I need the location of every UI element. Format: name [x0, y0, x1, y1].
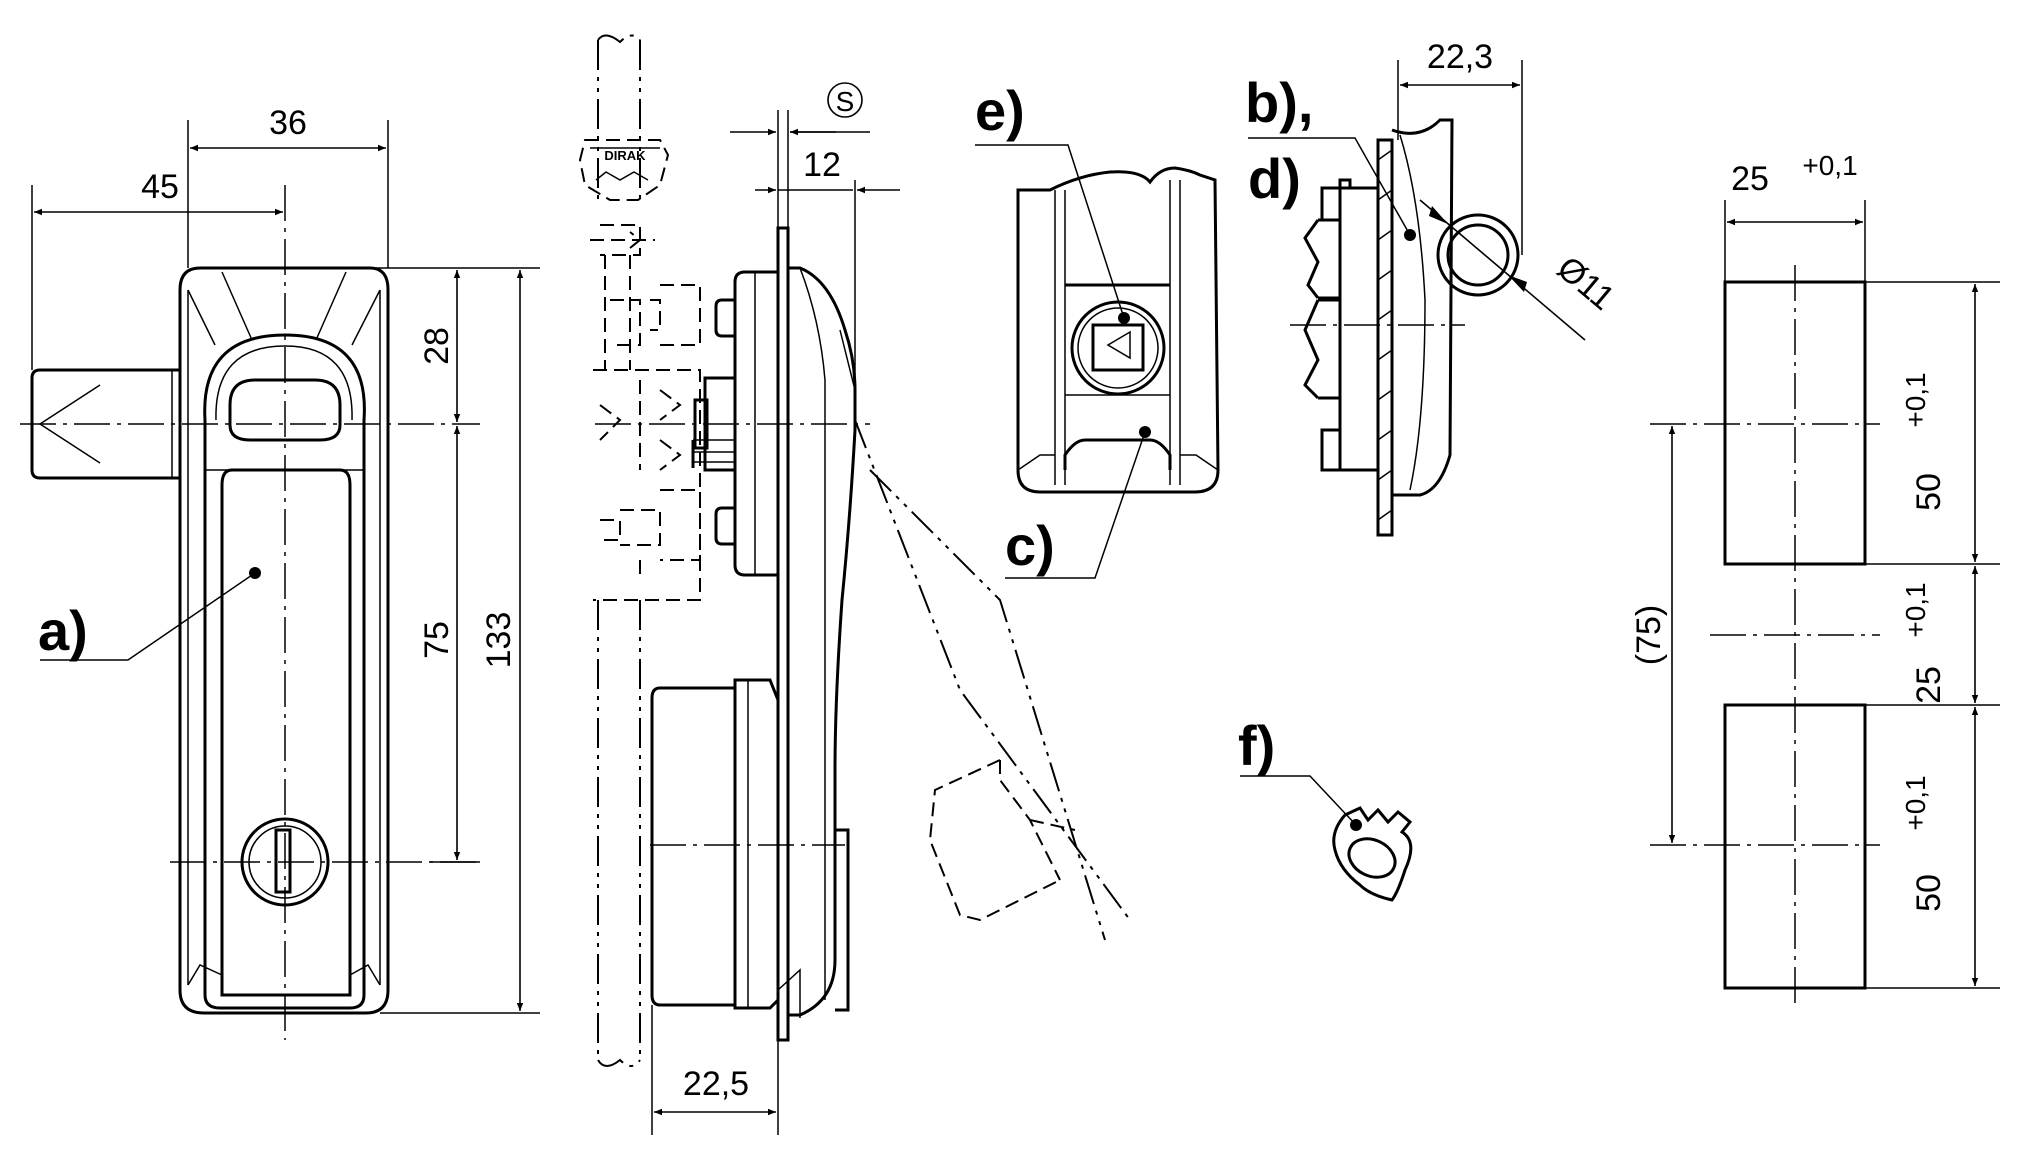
dim-phi11: Ø11	[1550, 249, 1622, 318]
svg-text:d): d)	[1248, 147, 1301, 210]
dim-45: 45	[141, 168, 179, 206]
svg-text:f): f)	[1238, 714, 1275, 777]
label-b: b),	[1245, 71, 1411, 236]
front-dimensions: 36 45 28 75 133	[31, 104, 540, 1014]
label-c: c)	[1005, 431, 1146, 579]
label-f: f)	[1238, 714, 1357, 826]
svg-text:c): c)	[1005, 514, 1055, 577]
key-brand-text: DIRAK	[604, 148, 646, 163]
label-a: a)	[38, 572, 256, 662]
dim-133: 133	[480, 612, 518, 669]
side-dimensions: S 12 22,5	[651, 82, 900, 1135]
label-e: e)	[975, 79, 1125, 319]
detail-washer	[1332, 806, 1413, 902]
dim-s: S	[836, 86, 855, 117]
cutout-gap: 25	[1910, 666, 1948, 704]
dim-36: 36	[269, 104, 307, 142]
dim-12: 12	[803, 146, 841, 184]
panel-cutout	[1650, 265, 1880, 1005]
cutout-height-top: 50	[1910, 473, 1948, 511]
side-view-hidden: DIRAK	[578, 34, 1131, 1067]
dim-22-3: 22,3	[1427, 38, 1493, 76]
label-d: d)	[1248, 147, 1301, 210]
cutout-width-tol: +0,1	[1802, 150, 1857, 181]
cutout-width: 25	[1731, 160, 1769, 198]
detail-side-section	[1290, 118, 1520, 537]
cutout-dimensions: 25 +0,1 50 +0,1 25 +0,1 50 +0,1 (75)	[1630, 150, 2000, 989]
dim-28: 28	[418, 327, 456, 365]
svg-text:b),: b),	[1245, 71, 1313, 134]
cutout-height-bottom: 50	[1910, 874, 1948, 912]
detail-dimensions: 22,3 Ø11	[1397, 38, 1622, 341]
cutout-gap-tol: +0,1	[1900, 582, 1931, 637]
cutout-height-top-tol: +0,1	[1900, 372, 1931, 427]
svg-text:e): e)	[975, 79, 1025, 142]
dim-22-5: 22,5	[683, 1065, 749, 1103]
side-view	[650, 226, 857, 1042]
cutout-pitch: (75)	[1630, 605, 1668, 665]
svg-text:a): a)	[38, 599, 88, 662]
front-centerlines	[20, 185, 480, 1040]
dim-75: 75	[418, 621, 456, 659]
detail-key-cover	[1016, 166, 1220, 494]
cutout-height-bottom-tol: +0,1	[1900, 775, 1931, 830]
